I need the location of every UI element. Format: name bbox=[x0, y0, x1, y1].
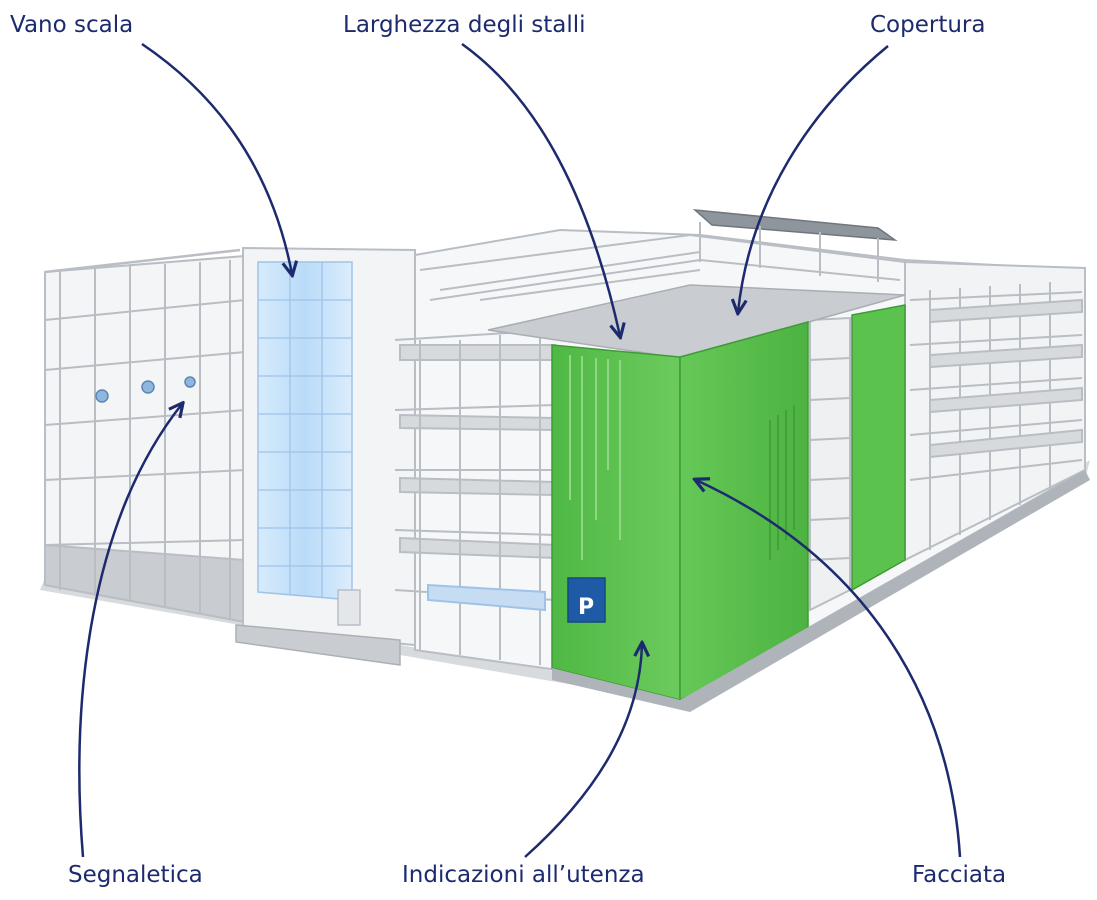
base-slab bbox=[552, 470, 1090, 712]
arrow-facciata bbox=[696, 480, 962, 858]
label-vano-scala: Vano scala bbox=[10, 12, 134, 38]
left-building-block bbox=[44, 248, 246, 624]
arrow-larghezza-stalli bbox=[461, 42, 620, 336]
roof-canopy bbox=[692, 209, 898, 282]
callout-arrows bbox=[78, 42, 962, 858]
right-deck bbox=[809, 260, 1086, 612]
arrow-copertura bbox=[738, 45, 889, 312]
label-indicazioni-utenza: Indicazioni all’utenza bbox=[402, 862, 645, 888]
parking-sign-letter: P bbox=[578, 595, 594, 620]
signage-markers bbox=[95, 376, 196, 403]
arrow-indicazioni-utenza bbox=[524, 644, 642, 858]
stair-core bbox=[235, 246, 416, 666]
parking-sign: P bbox=[567, 577, 606, 623]
label-facciata: Facciata bbox=[912, 862, 1007, 888]
roof-slab bbox=[487, 284, 906, 359]
arrow-vano-scala bbox=[141, 42, 292, 274]
label-larghezza-stalli: Larghezza degli stalli bbox=[343, 12, 586, 38]
arrow-segnaletica bbox=[78, 404, 182, 858]
label-segnaletica: Segnaletica bbox=[68, 862, 203, 888]
label-copertura: Copertura bbox=[870, 12, 986, 38]
green-facade bbox=[551, 304, 906, 702]
